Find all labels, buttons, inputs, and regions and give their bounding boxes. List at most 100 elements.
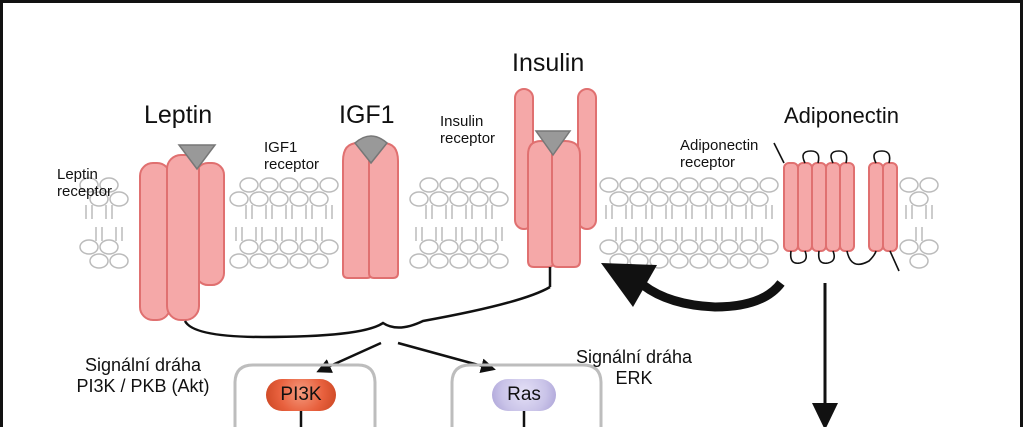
lipid-head	[109, 191, 129, 207]
lipid-head	[269, 253, 289, 269]
pi3k-protein: PI3K	[266, 379, 336, 411]
lipid-head	[619, 177, 639, 193]
lipid-head	[649, 191, 669, 207]
lipid-head	[729, 253, 749, 269]
lipid-head	[709, 253, 729, 269]
lipid-head	[469, 191, 489, 207]
lipid-head	[309, 253, 329, 269]
lipid-head	[759, 177, 779, 193]
lipid-head	[659, 177, 679, 193]
lipid-head	[299, 177, 319, 193]
lipid-head	[459, 177, 479, 193]
lipid-head	[89, 191, 109, 207]
lipid-head	[99, 239, 119, 255]
lipid-head	[679, 177, 699, 193]
lipid-head	[239, 239, 259, 255]
adiponectin-receptor-shape	[783, 162, 898, 252]
lipid-head	[89, 253, 109, 269]
insulin-label: Insulin	[512, 49, 585, 77]
lipid-head	[689, 191, 709, 207]
arrow-to-pi3k	[316, 341, 382, 373]
adiponectin-to-insulin-arrowhead	[601, 263, 657, 307]
lipid-head	[659, 239, 679, 255]
leptin-receptor-shape	[139, 154, 225, 321]
lipid-head	[759, 239, 779, 255]
lipid-head	[709, 191, 729, 207]
lipid-head	[79, 239, 99, 255]
lipid-head	[669, 253, 689, 269]
lipid-bilayer	[79, 177, 939, 269]
lipid-head	[269, 191, 289, 207]
lipid-head	[259, 177, 279, 193]
lipid-head	[229, 191, 249, 207]
lipid-head	[319, 239, 339, 255]
lipid-head	[639, 239, 659, 255]
insulin-ligand-triangle	[534, 130, 572, 157]
erk-pathway-box	[450, 363, 603, 427]
lipid-head	[449, 253, 469, 269]
lipid-head	[699, 239, 719, 255]
adiponectin-down-arrowhead	[812, 403, 838, 427]
lipid-head	[609, 191, 629, 207]
lipid-head	[639, 177, 659, 193]
lipid-head	[249, 191, 269, 207]
lipid-head	[279, 177, 299, 193]
lipid-head	[419, 239, 439, 255]
lipid-head	[919, 239, 939, 255]
lipid-head	[649, 253, 669, 269]
lipid-head	[309, 191, 329, 207]
lipid-head	[719, 239, 739, 255]
lipid-head	[259, 239, 279, 255]
lipid-head	[289, 253, 309, 269]
igf1-label: IGF1	[339, 101, 395, 129]
lipid-head	[479, 239, 499, 255]
lipid-head	[409, 253, 429, 269]
pi3k-pathway-box	[233, 363, 377, 427]
lipid-head	[429, 191, 449, 207]
lipid-head	[489, 191, 509, 207]
lipid-head	[239, 177, 259, 193]
lipid-head	[449, 191, 469, 207]
lipid-head	[689, 253, 709, 269]
ras-protein: Ras	[492, 379, 556, 411]
lipid-head	[459, 239, 479, 255]
lipid-head	[439, 177, 459, 193]
lipid-head	[99, 177, 119, 193]
lipid-head	[629, 191, 649, 207]
lipid-head	[429, 253, 449, 269]
igf1-ligand-triangle	[353, 135, 389, 165]
adiponectin-loops	[773, 142, 900, 272]
lipid-head	[319, 177, 339, 193]
adiponectin-to-insulin-arrow	[640, 280, 785, 312]
lipid-head	[469, 253, 489, 269]
lipid-head	[79, 177, 99, 193]
lipid-head	[489, 253, 509, 269]
diagram-canvas	[79, 88, 939, 427]
lipid-head	[719, 177, 739, 193]
lipid-head	[249, 253, 269, 269]
adiponectin-label: Adiponectin	[784, 103, 899, 128]
lipid-head	[619, 239, 639, 255]
lipid-head	[109, 253, 129, 269]
igf1-receptor-shape	[342, 141, 399, 279]
lipid-head	[409, 191, 429, 207]
lipid-head	[599, 177, 619, 193]
lipid-head	[899, 239, 919, 255]
lipid-head	[909, 253, 929, 269]
lipid-head	[439, 239, 459, 255]
lipid-head	[419, 177, 439, 193]
lipid-head	[739, 239, 759, 255]
lipid-head	[669, 191, 689, 207]
lipid-head	[749, 191, 769, 207]
leptin-ligand-triangle	[177, 144, 217, 171]
lipid-head	[739, 177, 759, 193]
lipid-head	[679, 239, 699, 255]
lipid-head	[909, 191, 929, 207]
lipid-head	[229, 253, 249, 269]
